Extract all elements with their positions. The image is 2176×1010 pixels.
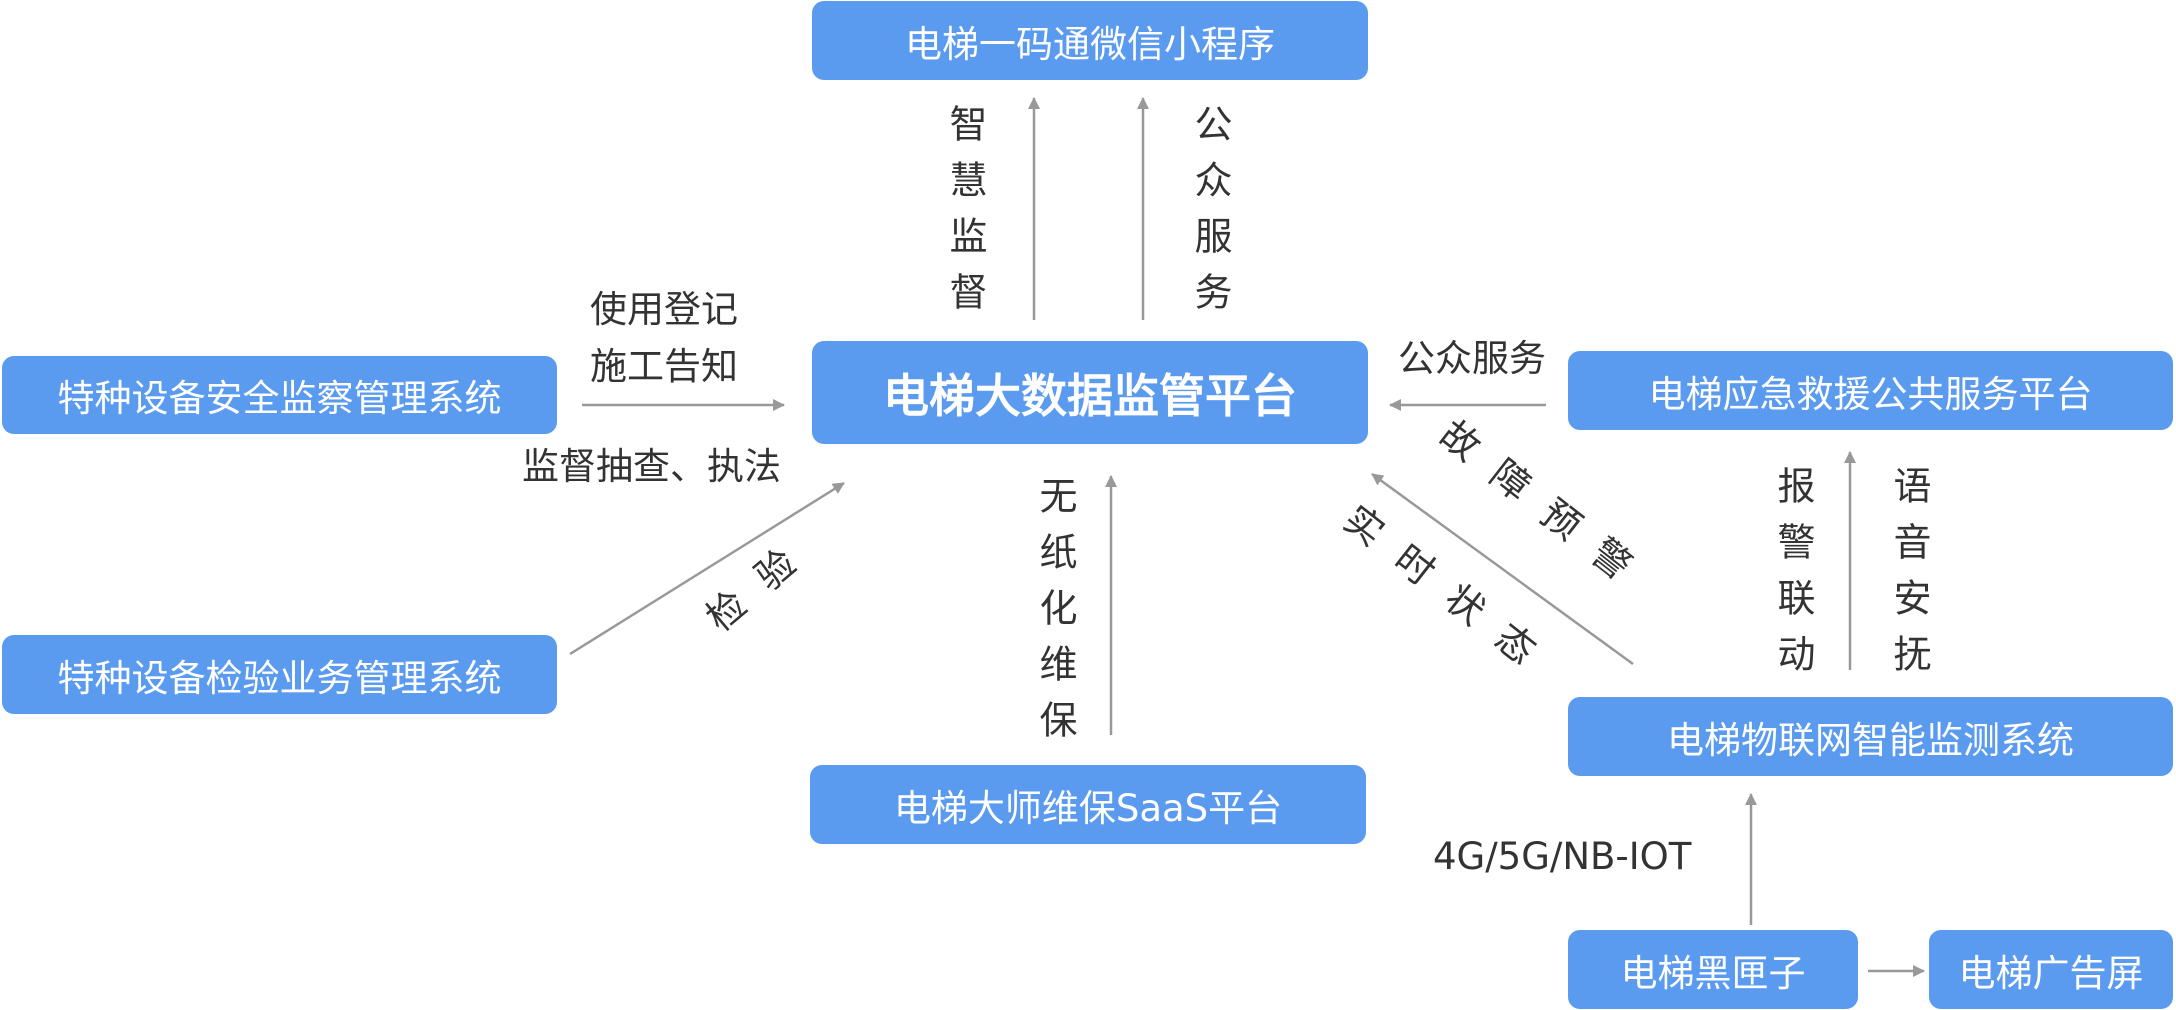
node-blackbox: 电梯黑匣子 (1568, 930, 1858, 1009)
node-emergency-platform: 电梯应急救援公共服务平台 (1568, 351, 2173, 430)
label-smart-supervision: 智慧监督 (943, 104, 987, 328)
node-iot-monitoring-system: 电梯物联网智能监测系统 (1568, 697, 2173, 776)
node-ad-screen: 电梯广告屏 (1929, 930, 2173, 1009)
node-special-safety-system: 特种设备安全监察管理系统 (2, 356, 557, 434)
label-inspection-enforcement: 监督抽查、执法 (522, 445, 781, 488)
label-voice-comfort: 语音安抚 (1887, 466, 1931, 690)
arrow-inspect-to-bigdata (569, 481, 845, 656)
label-public-service-left: 公众服务 (1398, 337, 1546, 380)
arrow-iot-to-bigdata (1371, 472, 1634, 666)
label-public-service-up: 公众服务 (1188, 104, 1232, 328)
node-special-inspection-system: 特种设备检验业务管理系统 (2, 635, 557, 714)
node-saas-platform: 电梯大师维保SaaS平台 (810, 765, 1366, 844)
label-use-registration: 使用登记 (590, 288, 738, 331)
label-paperless-maintenance: 无纸化维保 (1033, 476, 1077, 756)
label-alarm-linkage: 报警联动 (1771, 466, 1815, 690)
node-wechat-miniprogram: 电梯一码通微信小程序 (812, 1, 1368, 80)
node-bigdata-platform: 电梯大数据监管平台 (812, 341, 1368, 444)
label-network-protocols: 4G/5G/NB-IOT (1433, 835, 1692, 878)
label-construction-notice: 施工告知 (590, 345, 738, 388)
